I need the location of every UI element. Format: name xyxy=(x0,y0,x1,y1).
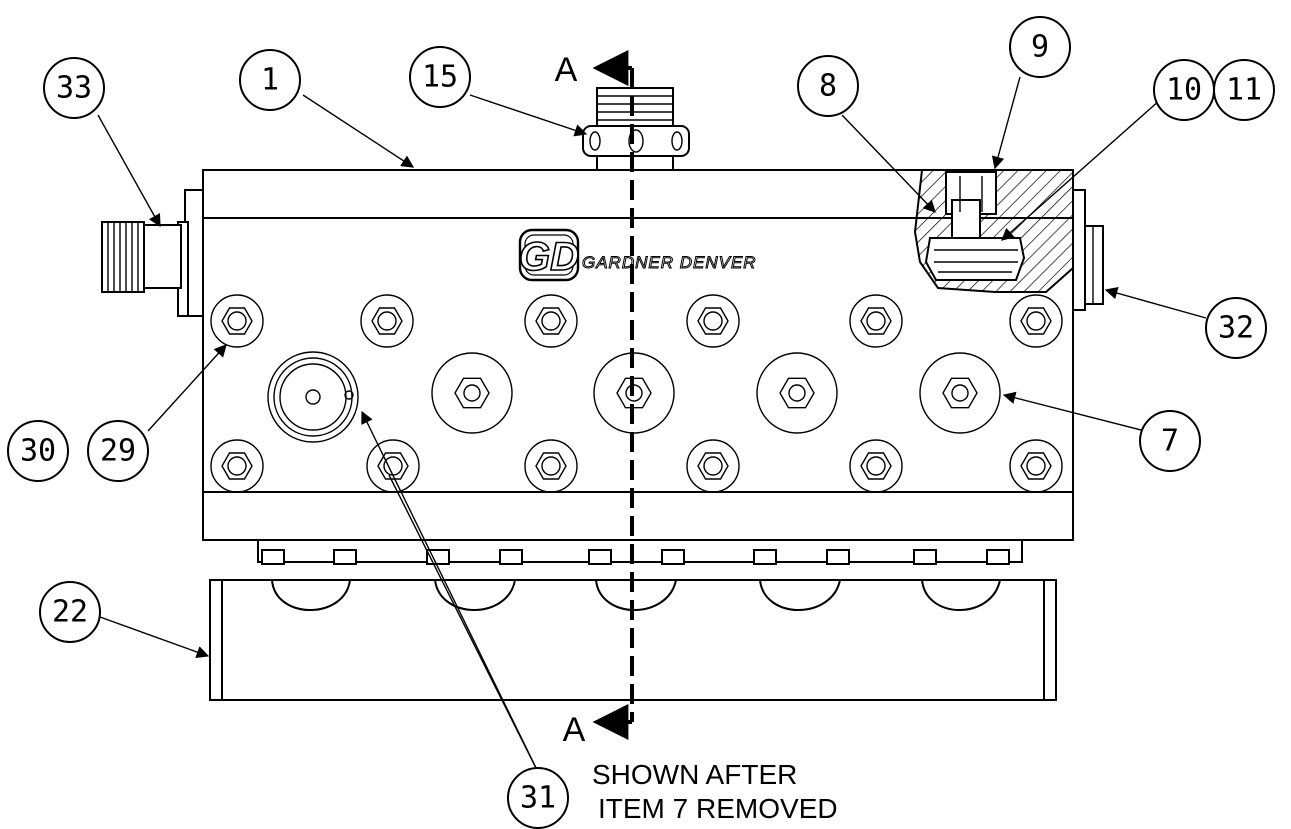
stud xyxy=(261,549,285,565)
bolt xyxy=(849,439,903,493)
svg-text:11: 11 xyxy=(1226,73,1262,108)
brand-name: GARDNER DENVER xyxy=(582,253,757,272)
note: SHOWN AFTER ITEM 7 REMOVED xyxy=(592,759,838,824)
svg-text:30: 30 xyxy=(20,434,56,469)
callout-1: 1 xyxy=(239,49,301,111)
callout-9: 9 xyxy=(1009,16,1071,78)
svg-text:10: 10 xyxy=(1166,73,1202,108)
stud xyxy=(986,549,1010,565)
note-line-1: SHOWN AFTER xyxy=(592,759,797,790)
bolt xyxy=(210,439,264,493)
stud xyxy=(753,549,777,565)
callout-7: 7 xyxy=(1139,410,1201,472)
valve-cover xyxy=(756,352,838,434)
note-line-2: ITEM 7 REMOVED xyxy=(598,793,838,824)
left-fitting xyxy=(101,189,204,317)
logo-monogram: GD xyxy=(519,235,579,279)
stud xyxy=(661,549,685,565)
svg-text:32: 32 xyxy=(1218,311,1254,346)
cutaway-section xyxy=(913,169,1074,293)
callout-8: 8 xyxy=(797,55,859,117)
callout-32: 32 xyxy=(1205,297,1267,359)
callout-15: 15 xyxy=(409,46,471,108)
callout-11: 11 xyxy=(1213,59,1275,121)
stud xyxy=(913,549,937,565)
stud xyxy=(499,549,523,565)
svg-text:9: 9 xyxy=(1031,30,1049,65)
section-label-top: A xyxy=(555,51,578,89)
callout-33: 33 xyxy=(43,57,105,119)
bolt xyxy=(1009,294,1063,348)
section-line: A A xyxy=(555,50,634,749)
leader-lines xyxy=(97,76,1207,773)
bolt xyxy=(210,294,264,348)
stud xyxy=(588,549,612,565)
stud xyxy=(333,549,357,565)
bolt xyxy=(524,294,578,348)
svg-text:1: 1 xyxy=(261,63,279,98)
top-fitting xyxy=(582,87,690,171)
stud xyxy=(826,549,850,565)
top-bolt-row xyxy=(210,294,1063,348)
bolt xyxy=(1009,439,1063,493)
valve-cover xyxy=(431,352,513,434)
valve-cover xyxy=(919,352,1001,434)
svg-text:29: 29 xyxy=(100,434,136,469)
callout-29: 29 xyxy=(87,420,149,482)
manifold-flange xyxy=(257,539,1023,565)
bolt xyxy=(686,294,740,348)
bottom-bolt-row xyxy=(210,439,1063,493)
bolt xyxy=(360,294,414,348)
callout-22: 22 xyxy=(39,581,101,643)
gardner-denver-logo: GD GARDNER DENVER xyxy=(518,228,757,282)
section-label-bottom: A xyxy=(563,711,586,749)
svg-text:15: 15 xyxy=(422,60,458,95)
svg-text:33: 33 xyxy=(56,71,92,106)
callout-30: 30 xyxy=(7,420,69,482)
svg-text:22: 22 xyxy=(52,595,88,630)
bolt xyxy=(686,439,740,493)
bolt xyxy=(524,439,578,493)
svg-text:31: 31 xyxy=(520,781,556,816)
callouts: 33 1 15 8 9 10 11 32 7 30 29 22 31 xyxy=(7,16,1275,829)
svg-text:8: 8 xyxy=(819,69,837,104)
right-fitting xyxy=(1072,189,1104,311)
bolt xyxy=(849,294,903,348)
removed-valve-port xyxy=(267,351,359,443)
svg-text:7: 7 xyxy=(1161,424,1179,459)
callout-10: 10 xyxy=(1153,59,1215,121)
callout-31: 31 xyxy=(507,767,569,829)
